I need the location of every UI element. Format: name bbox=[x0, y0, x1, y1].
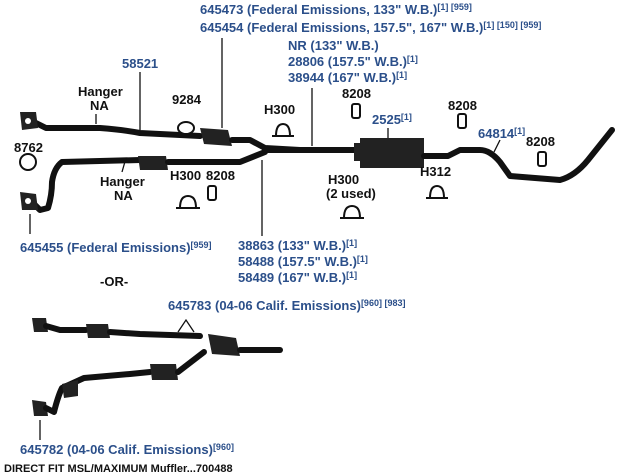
hanger-8208-b-icon bbox=[351, 103, 361, 119]
calif-lower-pipe bbox=[43, 369, 153, 415]
label-hanger-mid-1: Hanger bbox=[100, 174, 145, 189]
footer-text: DIRECT FIT MSL/MAXIMUM Muffler...700488 bbox=[4, 463, 233, 475]
calif-upper-catalytic-converter bbox=[208, 334, 240, 356]
calif-upper-pipe-2 bbox=[107, 329, 203, 339]
gasket-8762 bbox=[19, 153, 37, 171]
tail-pipe bbox=[421, 127, 615, 183]
label-h312: H312 bbox=[420, 164, 451, 179]
leader-645783 bbox=[177, 318, 195, 333]
label-645782: 645782 (04-06 Calif. Emissions)[960] bbox=[20, 442, 234, 457]
label-or: -OR- bbox=[100, 274, 128, 289]
label-8208-c: 8208 bbox=[448, 98, 477, 113]
label-hanger-mid-2: NA bbox=[114, 188, 133, 203]
label-8208-a: 8208 bbox=[206, 168, 235, 183]
muffler-inlet bbox=[354, 143, 362, 161]
label-64814: 64814[1] bbox=[478, 126, 525, 141]
label-645783: 645783 (04-06 Calif. Emissions)[960] [98… bbox=[168, 298, 405, 313]
leader-hanger-mid bbox=[121, 157, 127, 173]
label-nr: NR (133" W.B.) bbox=[288, 38, 379, 53]
label-8208-d: 8208 bbox=[526, 134, 555, 149]
hanger-8208-c-icon bbox=[457, 113, 467, 129]
hanger-8208-d-icon bbox=[537, 151, 547, 167]
label-58489: 58489 (167" W.B.)[1] bbox=[238, 270, 357, 285]
lower-pipe-to-junction bbox=[165, 149, 268, 165]
label-hanger-top-1: Hanger bbox=[78, 84, 123, 99]
label-h300-mid: H300 bbox=[170, 168, 201, 183]
lower-flange-hole bbox=[25, 198, 31, 204]
hanger-8208-a-icon bbox=[207, 185, 217, 201]
h300-used-clamp-icon bbox=[340, 204, 364, 219]
label-38863: 38863 (133" W.B.)[1] bbox=[238, 238, 357, 253]
upper-y-pipe bbox=[27, 117, 203, 139]
label-hanger-top-2: NA bbox=[90, 98, 109, 113]
calif-lower-flange bbox=[32, 400, 48, 416]
label-8762: 8762 bbox=[14, 140, 43, 155]
label-58521: 58521 bbox=[122, 56, 158, 71]
label-58488: 58488 (157.5" W.B.)[1] bbox=[238, 254, 368, 269]
label-2525: 2525[1] bbox=[372, 112, 412, 127]
gasket-9284 bbox=[177, 121, 195, 135]
label-h300-top: H300 bbox=[264, 102, 295, 117]
lower-y-pipe bbox=[27, 157, 143, 213]
h312-clamp-icon bbox=[426, 184, 448, 199]
label-8208-b: 8208 bbox=[342, 86, 371, 101]
calif-upper-pipe bbox=[43, 323, 89, 333]
muffler bbox=[360, 138, 424, 168]
calif-lower-pipe-2 bbox=[175, 349, 207, 375]
calif-upper-resonator bbox=[86, 324, 110, 338]
label-38944: 38944 (167" W.B.)[1] bbox=[288, 70, 407, 85]
h300-top-clamp-icon bbox=[272, 122, 294, 137]
label-645455: 645455 (Federal Emissions)[959] bbox=[20, 240, 212, 255]
h300-mid-clamp-icon bbox=[176, 194, 200, 209]
label-9284: 9284 bbox=[172, 92, 202, 107]
calif-upper-flange bbox=[32, 318, 48, 332]
calif-lower-catalytic-converter bbox=[150, 364, 178, 380]
label-28806: 28806 (157.5" W.B.)[1] bbox=[288, 54, 418, 69]
leader-64814 bbox=[493, 139, 501, 153]
upper-flange-hole bbox=[25, 118, 31, 124]
upper-catalytic-converter bbox=[200, 128, 232, 146]
label-h300-used-1: H300 bbox=[328, 172, 359, 187]
label-h300-used-2: (2 used) bbox=[326, 186, 376, 201]
label-645473: 645473 (Federal Emissions, 133" W.B.)[1]… bbox=[200, 2, 472, 17]
calif-lower-resonator bbox=[62, 380, 78, 398]
label-645454: 645454 (Federal Emissions, 157.5", 167" … bbox=[200, 20, 541, 35]
lower-catalytic-converter bbox=[138, 156, 168, 170]
